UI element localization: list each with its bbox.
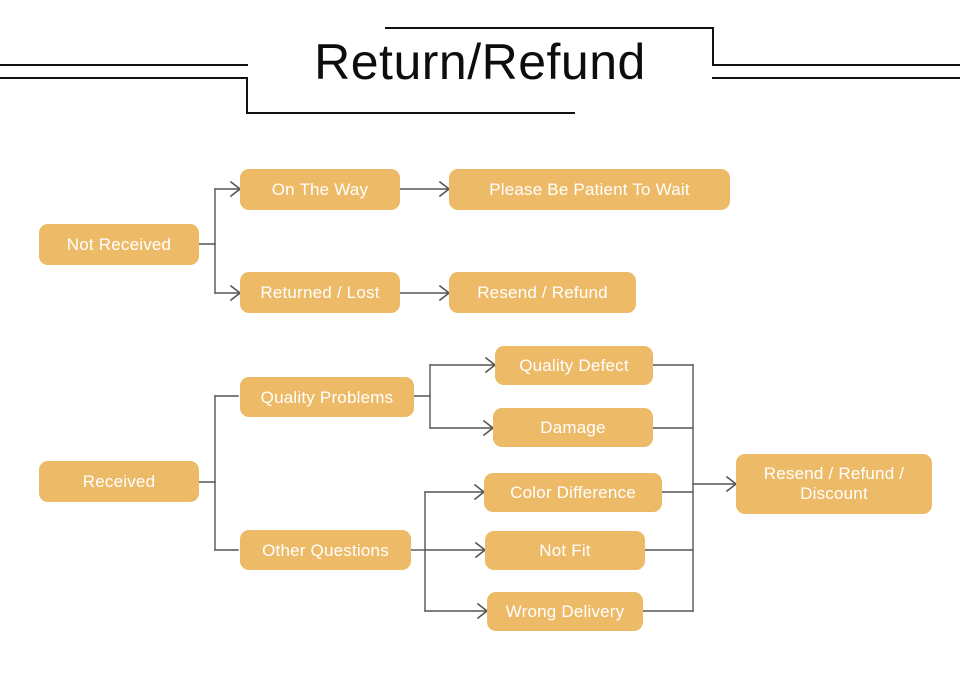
arrowhead-color-difference	[473, 483, 486, 501]
arrowhead-resend-refund	[438, 284, 451, 302]
arrowhead-resend-refund-discount	[725, 475, 738, 493]
arrowhead-please-wait	[438, 180, 451, 198]
node-wrong-delivery[interactable]: Wrong Delivery	[487, 592, 643, 631]
right-lower-horizontal-rule	[712, 77, 960, 79]
left-lower-horizontal-rule	[0, 77, 248, 79]
node-please-wait[interactable]: Please Be Patient To Wait	[449, 169, 730, 210]
node-other-questions[interactable]: Other Questions	[240, 530, 411, 570]
arrowhead-returned-lost	[229, 284, 242, 302]
node-on-the-way[interactable]: On The Way	[240, 169, 400, 210]
arrowhead-on-the-way	[229, 180, 242, 198]
node-not-received[interactable]: Not Received	[39, 224, 199, 265]
arrowhead-damage	[482, 419, 495, 437]
right-upper-horizontal-rule	[712, 64, 960, 66]
arrowhead-quality-defect	[484, 356, 497, 374]
connector-other-questions-branch	[410, 491, 486, 612]
connector-not-received-branch	[198, 188, 239, 294]
node-not-fit[interactable]: Not Fit	[485, 531, 645, 570]
node-quality-problems[interactable]: Quality Problems	[240, 377, 414, 417]
header-banner: Return/Refund	[0, 0, 960, 130]
connector-quality-problems-branch	[413, 364, 494, 429]
node-quality-defect[interactable]: Quality Defect	[495, 346, 653, 385]
top-horizontal-rule	[385, 27, 714, 29]
node-resend-refund[interactable]: Resend / Refund	[449, 272, 636, 313]
node-returned-lost[interactable]: Returned / Lost	[240, 272, 400, 313]
bottom-horizontal-rule	[246, 112, 575, 114]
node-color-difference[interactable]: Color Difference	[484, 473, 662, 512]
node-damage[interactable]: Damage	[493, 408, 653, 447]
right-vertical-rule	[712, 27, 714, 66]
node-resend-refund-discount[interactable]: Resend / Refund / Discount	[736, 454, 932, 514]
arrowhead-not-fit	[474, 541, 487, 559]
page-title: Return/Refund	[314, 34, 646, 90]
connector-received-branch	[198, 395, 239, 551]
left-upper-horizontal-rule	[0, 64, 248, 66]
left-vertical-rule	[246, 77, 248, 114]
node-received[interactable]: Received	[39, 461, 199, 502]
arrowhead-wrong-delivery	[476, 602, 489, 620]
